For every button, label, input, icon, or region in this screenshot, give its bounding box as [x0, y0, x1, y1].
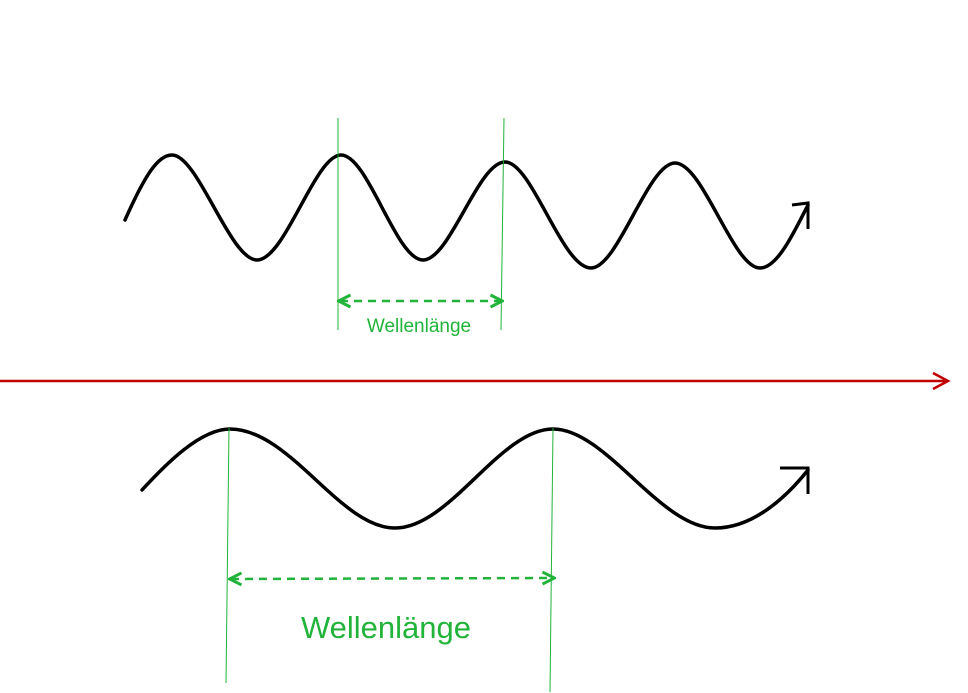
long-wave-arrowhead-icon [780, 466, 810, 494]
short-wavelength-wave [123, 153, 810, 270]
long-wavelength-wave [140, 427, 810, 530]
top-wavelength-label: Wellenlänge [367, 316, 471, 337]
short-wave-arrowhead-icon [791, 201, 810, 229]
top-marker-line-right [500, 117, 505, 331]
bottom-marker-line-right [549, 427, 554, 693]
bottom-wavelength-label: Wellenlänge [301, 610, 471, 645]
propagation-arrowhead-icon [932, 371, 951, 391]
bottom-wavelength-arrow [231, 578, 553, 579]
bottom-marker-line-left [225, 427, 230, 684]
